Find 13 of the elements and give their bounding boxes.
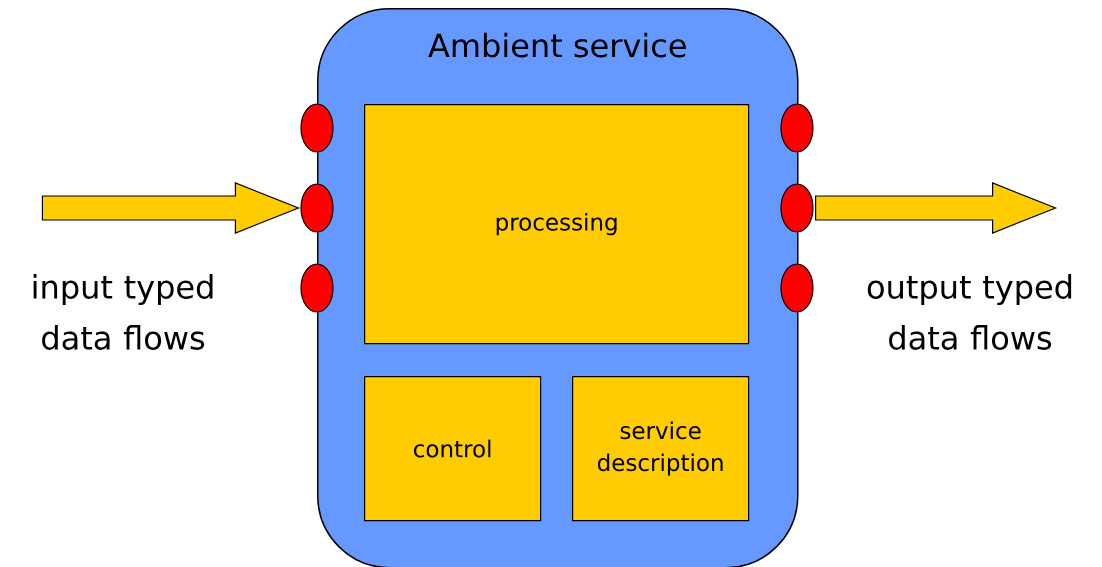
port <box>300 103 334 153</box>
port <box>300 263 334 313</box>
flow-label: output typed data flows <box>867 274 1072 350</box>
flow-label: input typed data flows <box>33 274 213 350</box>
port <box>780 263 814 313</box>
description-box: service description <box>572 376 750 522</box>
port <box>780 183 814 233</box>
port <box>780 103 814 153</box>
block-arrow <box>815 182 1058 234</box>
block-arrow <box>41 182 301 234</box>
processing-box: processing <box>364 104 750 345</box>
port <box>300 183 334 233</box>
control-box: control <box>364 376 542 522</box>
